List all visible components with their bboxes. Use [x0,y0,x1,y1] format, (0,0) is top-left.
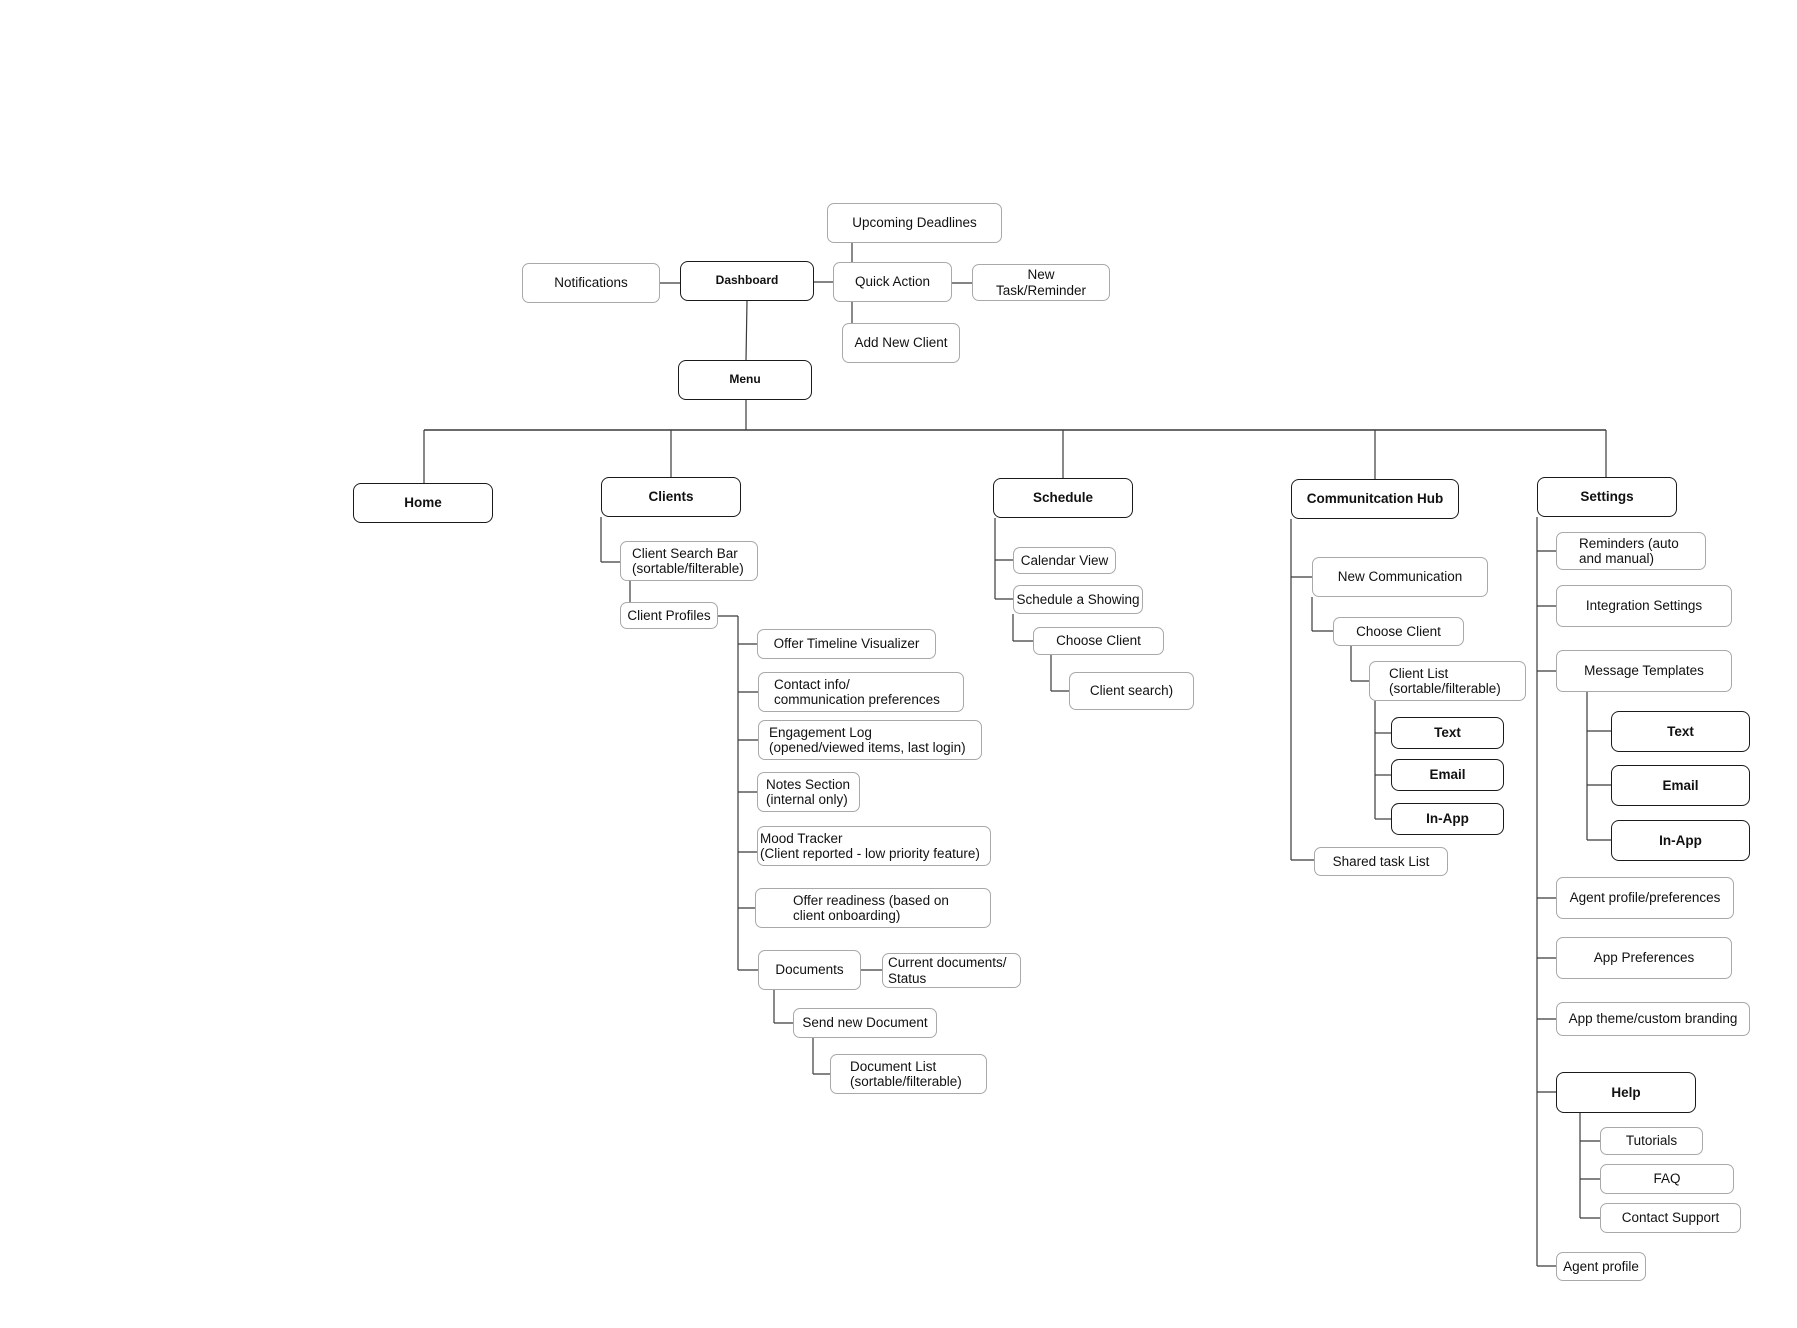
connector-line [745,300,748,361]
node-integration-settings: Integration Settings [1556,585,1732,627]
node-dashboard: Dashboard [680,261,814,301]
node-agent-profile-preferences: Agent profile/preferences [1556,877,1734,919]
node-agent-profile: Agent profile [1556,1252,1646,1281]
node-client-search: Client search) [1069,672,1194,710]
node-contact-support: Contact Support [1600,1203,1741,1233]
node-new-task-reminder: New Task/Reminder [972,264,1110,301]
node-offer-timeline-visualizer: Offer Timeline Visualizer [757,629,936,659]
node-home: Home [353,483,493,523]
node-template-text: Text [1611,711,1750,752]
node-shared-task-list: Shared task List [1314,847,1448,876]
node-template-email: Email [1611,765,1750,806]
node-comm-text: Text [1391,717,1504,749]
node-communication-hub: Communitcation Hub [1291,479,1459,519]
node-help: Help [1556,1072,1696,1113]
node-mood-tracker: Mood Tracker (Client reported - low prio… [757,826,991,866]
node-notifications: Notifications [522,263,660,303]
node-faq: FAQ [1600,1164,1734,1194]
node-send-new-document: Send new Document [793,1008,937,1038]
node-calendar-view: Calendar View [1013,547,1116,574]
node-clients: Clients [601,477,741,517]
node-choose-client-comm: Choose Client [1333,617,1464,646]
node-schedule-a-showing: Schedule a Showing [1013,585,1143,614]
node-new-communication: New Communication [1312,557,1488,597]
node-client-search-bar: Client Search Bar (sortable/filterable) [620,541,758,581]
node-message-templates: Message Templates [1556,650,1732,692]
node-app-preferences: App Preferences [1556,937,1732,979]
node-client-list: Client List (sortable/filterable) [1369,661,1526,701]
node-schedule: Schedule [993,478,1133,518]
node-settings: Settings [1537,477,1677,517]
node-reminders: Reminders (auto and manual) [1556,532,1706,570]
node-current-documents-status: Current documents/ Status [882,953,1021,988]
node-document-list: Document List (sortable/filterable) [830,1054,987,1094]
node-app-theme: App theme/custom branding [1556,1002,1750,1036]
node-choose-client-schedule: Choose Client [1033,627,1164,655]
node-notes-section: Notes Section (internal only) [757,772,860,812]
node-comm-email: Email [1391,759,1504,791]
node-documents: Documents [758,950,861,990]
node-client-profiles: Client Profiles [620,602,718,629]
node-offer-readiness: Offer readiness (based on client onboard… [755,888,991,928]
node-tutorials: Tutorials [1600,1127,1703,1155]
node-upcoming-deadlines: Upcoming Deadlines [827,203,1002,243]
node-comm-in-app: In-App [1391,803,1504,835]
node-quick-action: Quick Action [833,262,952,302]
node-template-in-app: In-App [1611,820,1750,861]
node-menu: Menu [678,360,812,400]
node-add-new-client: Add New Client [842,323,960,363]
node-contact-info: Contact info/ communication preferences [758,672,964,712]
node-engagement-log: Engagement Log (opened/viewed items, las… [758,720,982,760]
